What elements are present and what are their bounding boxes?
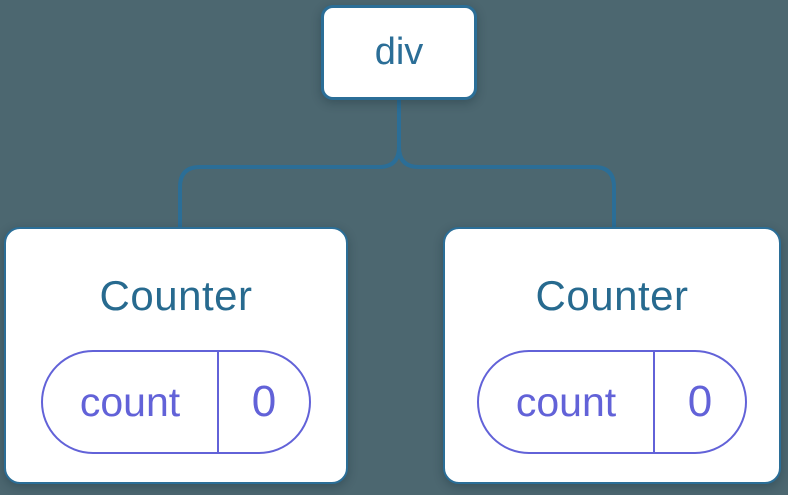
state-value: 0: [217, 352, 309, 452]
root-node-label: div: [374, 31, 424, 73]
state-pill: count 0: [477, 350, 747, 454]
connector-branch-left: [178, 100, 401, 228]
counter-node-right: Counter count 0: [443, 227, 781, 484]
counter-title: Counter: [99, 272, 253, 319]
connector-branch-right: [397, 100, 616, 228]
state-key: count: [79, 378, 181, 425]
root-node-div: div: [321, 5, 477, 100]
state-value: 0: [653, 352, 745, 452]
state-key: count: [515, 378, 617, 425]
counter-node-left: Counter count 0: [4, 227, 348, 484]
state-pill: count 0: [41, 350, 311, 454]
counter-title: Counter: [535, 272, 689, 319]
